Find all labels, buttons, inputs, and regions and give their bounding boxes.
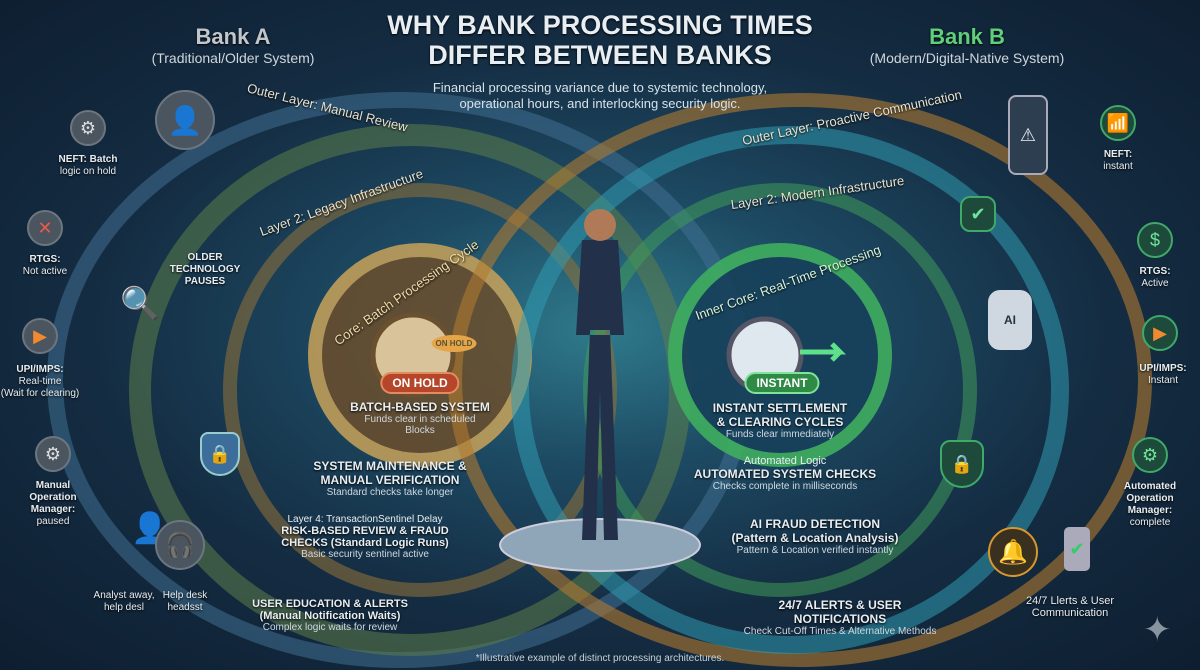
batch-sub: Funds clear in scheduled bbox=[364, 414, 476, 425]
side-label: NEFT: bbox=[1103, 149, 1133, 160]
side-sub: Real-time bbox=[18, 376, 62, 387]
ai-sub: Pattern & Location verified instantly bbox=[736, 545, 894, 556]
staff-label: help desl bbox=[103, 602, 145, 613]
bank-b-middle-ring bbox=[511, 126, 1069, 654]
settle-sub: Funds clear immediately bbox=[725, 429, 835, 440]
batch-sub: Blocks bbox=[405, 425, 435, 436]
support-agent-icon: 👤 bbox=[155, 90, 215, 150]
presenter-head bbox=[584, 209, 616, 241]
side-label: Manual Operation Manager: bbox=[29, 480, 77, 515]
phone-shield-icon: ✔ bbox=[1064, 527, 1090, 571]
auto-pre: Automated Logic bbox=[743, 455, 827, 467]
on-hold-badge: ON HOLD bbox=[380, 372, 460, 394]
upi-icon: ▶ bbox=[1142, 315, 1178, 351]
auto-title: AUTOMATED SYSTEM CHECKS bbox=[693, 467, 877, 481]
staff-label: Help desk bbox=[162, 590, 208, 601]
older-tech-line: TECHNOLOGY bbox=[169, 264, 241, 275]
shield-lock-icon: 🔒 bbox=[200, 432, 240, 476]
title-line2: DIFFER BETWEEN BANKS bbox=[428, 40, 772, 70]
subtitle-line1: Financial processing variance due to sys… bbox=[432, 80, 768, 95]
edu-title: USER EDUCATION & ALERTS bbox=[252, 598, 408, 610]
arrow-icon bbox=[800, 342, 847, 362]
staff-label: Analyst away, bbox=[93, 590, 155, 601]
staff-label: headsst bbox=[167, 602, 203, 613]
maint-title: MANUAL VERIFICATION bbox=[320, 473, 460, 487]
subtitle-line2: operational hours, and interlocking secu… bbox=[459, 96, 741, 111]
sparkle-icon: ✦ bbox=[1143, 611, 1172, 649]
settle-title: INSTANT SETTLEMENT bbox=[712, 401, 848, 415]
batch-title: BATCH-BASED SYSTEM bbox=[350, 400, 490, 414]
side-sub: Not active bbox=[22, 266, 68, 277]
side-label: RTGS: bbox=[29, 254, 61, 265]
older-tech-line: PAUSES bbox=[184, 276, 226, 287]
bank-b-type: (Modern/Digital-Native System) bbox=[869, 50, 1065, 66]
side-sub: complete bbox=[1129, 517, 1171, 528]
alert-title: NOTIFICATIONS bbox=[793, 612, 887, 626]
side-sub: paused bbox=[36, 516, 70, 527]
maint-title: SYSTEM MAINTENANCE & bbox=[313, 459, 467, 473]
footnote: *Illustrative example of distinct proces… bbox=[475, 653, 725, 664]
bank-a-name: Bank A bbox=[195, 24, 271, 49]
side-sub: Active bbox=[1141, 278, 1169, 289]
side-sub: (Wait for clearing) bbox=[0, 388, 80, 399]
risk-sub: Basic security sentinel active bbox=[301, 549, 429, 560]
ai-title: (Pattern & Location Analysis) bbox=[731, 531, 899, 545]
headset-icon: 🎧 bbox=[155, 520, 205, 570]
on-hold-gear-badge: ON HOLD bbox=[431, 335, 477, 352]
side-label: UPI/IMPS: bbox=[16, 364, 64, 375]
comm-label: Communication bbox=[1031, 607, 1109, 619]
maint-sub: Standard checks take longer bbox=[326, 487, 454, 498]
bell-alert-icon: 🔔 bbox=[988, 527, 1038, 577]
x-icon: ✕ bbox=[27, 210, 63, 246]
side-label: NEFT: Batch bbox=[58, 154, 118, 165]
shield-check-icon: ✔ bbox=[960, 196, 996, 232]
platform bbox=[499, 518, 701, 572]
ai-robot-icon: AI bbox=[988, 290, 1032, 350]
side-label: RTGS: bbox=[1139, 266, 1171, 277]
title-line1: WHY BANK PROCESSING TIMES bbox=[387, 10, 813, 40]
shield-lock-icon: 🔒 bbox=[940, 440, 984, 488]
side-sub: instant bbox=[1103, 161, 1133, 172]
alert-title: 24/7 ALERTS & USER bbox=[778, 598, 902, 612]
alert-sub: Check Cut-Off Times & Alternative Method… bbox=[743, 626, 937, 637]
risk-title: RISK-BASED REVIEW & FRAUD bbox=[281, 525, 449, 537]
phone-alert-icon: ⚠ bbox=[1008, 95, 1048, 175]
layer4-label: Layer 4: TransactionSentinel Delay bbox=[287, 514, 443, 525]
upi-icon: ▶ bbox=[22, 318, 58, 354]
magnifier-documents-icon: 🔍 bbox=[120, 285, 160, 321]
side-label: Automated Operation Manager: bbox=[1123, 481, 1177, 516]
comm-label: 24/7 Llerts & User bbox=[1025, 595, 1115, 607]
side-label: UPI/IMPS: bbox=[1139, 363, 1187, 374]
instant-badge: INSTANT bbox=[744, 372, 820, 394]
dollar-icon: $ bbox=[1137, 222, 1173, 258]
risk-title: CHECKS (Standard Logic Runs) bbox=[281, 537, 449, 549]
bank-b-name: Bank B bbox=[929, 24, 1005, 49]
side-sub: logic on hold bbox=[59, 166, 117, 177]
side-sub: Instant bbox=[1147, 375, 1179, 386]
auto-sub: Checks complete in milliseconds bbox=[712, 481, 858, 492]
edu-title: (Manual Notification Waits) bbox=[259, 610, 401, 622]
wifi-icon: 📶 bbox=[1100, 105, 1136, 141]
ai-title: AI FRAUD DETECTION bbox=[749, 517, 880, 531]
gear-icon: ⚙ bbox=[1132, 437, 1168, 473]
gear-icon: ⚙ bbox=[35, 436, 71, 472]
bank-a-type: (Traditional/Older System) bbox=[151, 50, 315, 66]
settle-title: & CLEARING CYCLES bbox=[716, 415, 844, 429]
edu-sub: Complex logic waits for review bbox=[262, 622, 398, 633]
presenter-figure bbox=[576, 240, 624, 540]
gear-icon: ⚙ bbox=[70, 110, 106, 146]
older-tech-line: OLDER bbox=[187, 252, 223, 263]
